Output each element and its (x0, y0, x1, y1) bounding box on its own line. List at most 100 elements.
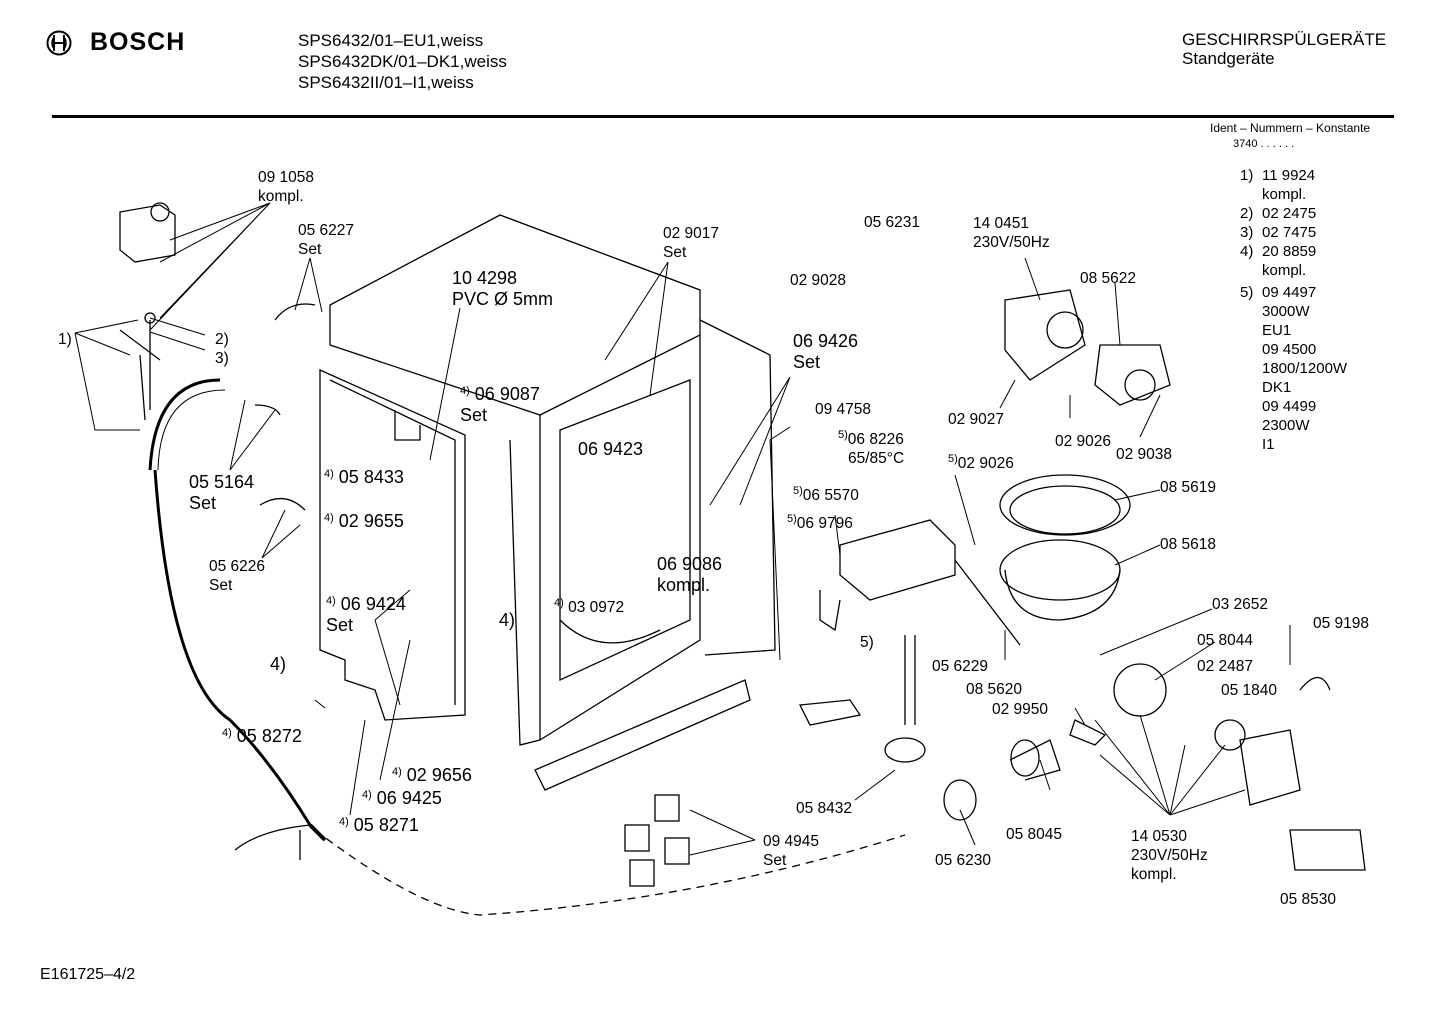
legend-value: 09 4500 (1262, 341, 1317, 358)
part-label-032652: 03 2652 (1212, 596, 1269, 613)
brand-header: BOSCH (46, 28, 185, 57)
leader-lines (74, 202, 1291, 856)
footnote-marker: 4) (499, 610, 516, 630)
door-panel (319, 368, 466, 721)
part-label-029027: 02 9027 (948, 411, 1005, 428)
model-line: SPS6432II/01–I1,weiss (298, 73, 474, 92)
footnote-marker: 3) (215, 350, 229, 367)
part-label-058044: 05 8044 (1197, 632, 1254, 649)
part-label-056231: 05 6231 (864, 214, 921, 231)
part-label-085620: 08 5620 (966, 681, 1023, 698)
part-label-029655: 4) 02 9655 (324, 511, 404, 531)
part-label-029028: 02 9028 (790, 272, 847, 289)
inlet-hose (148, 378, 327, 860)
part-label-029038: 02 9038 (1116, 446, 1173, 463)
footnote-marker: 5) (860, 634, 874, 651)
legend-value: 02 2475 (1262, 205, 1317, 222)
bosch-armature-icon (46, 30, 72, 55)
ident-title: Ident – Nummern – Konstante (1210, 121, 1371, 135)
part-label-056229: 05 6229 (932, 658, 989, 675)
legend-value: 1800/1200W (1262, 360, 1348, 377)
part-label-058433: 4) 05 8433 (324, 467, 404, 487)
heater-assembly (819, 519, 1021, 725)
part-label-029656: 4) 02 9656 (392, 765, 472, 785)
legend-row: 4) 20 8859 kompl. (1240, 242, 1347, 280)
legend-row: 5) 09 4497 3000W EU1 09 4500 1800/1200W … (1240, 283, 1347, 454)
legend-value: kompl. (1262, 186, 1307, 203)
part-label-069796: 5)06 9796 (787, 513, 853, 532)
drain-pipe-parts (798, 699, 1107, 821)
part-label-029950: 02 9950 (992, 701, 1049, 718)
part-label-058045: 05 8045 (1006, 826, 1063, 843)
model-list: SPS6432/01–EU1,weiss SPS6432DK/01–DK1,we… (298, 30, 507, 93)
legend-value: 02 7475 (1262, 224, 1317, 241)
part-label-029026: 02 9026 (1055, 433, 1112, 450)
inlet-valve (119, 202, 176, 421)
ident-code: 3740 . . . . . . (1233, 138, 1295, 150)
motor (1004, 289, 1086, 381)
legend-key: 2) (1240, 205, 1254, 222)
model-line: SPS6432/01–EU1,weiss (298, 31, 484, 50)
wiring-harness (624, 794, 690, 887)
part-label-058271: 4) 05 8271 (339, 815, 419, 835)
footnote-legend: 1) 11 9924 kompl. 2) 02 2475 3) 02 7475 4… (1240, 166, 1347, 454)
legend-row: 3) 02 7475 (1240, 223, 1347, 242)
legend-value: DK1 (1262, 379, 1292, 396)
base-rail (534, 679, 751, 791)
footnote-marker: 2) (215, 331, 229, 348)
legend-value: 11 9924 (1262, 167, 1316, 184)
part-label-094758: 09 4758 (815, 401, 872, 418)
hose-clips (254, 303, 316, 511)
category-title: GESCHIRRSPÜLGERÄTE (1182, 30, 1387, 49)
sump-assembly (999, 474, 1131, 621)
legend-key: 3) (1240, 224, 1254, 241)
legend-value: I1 (1262, 436, 1275, 453)
legend-value: 09 4499 (1262, 398, 1317, 415)
part-label-022487: 02 2487 (1197, 658, 1254, 675)
part-label-030972: 4) 03 0972 (554, 597, 625, 616)
part-label-069423: 06 9423 (578, 439, 644, 459)
legend-row: 2) 02 2475 (1240, 204, 1347, 223)
legend-value: kompl. (1262, 262, 1307, 279)
model-line: SPS6432DK/01–DK1,weiss (298, 52, 507, 71)
brand-name: BOSCH (90, 28, 186, 56)
footnote-marker: 1) (58, 331, 72, 348)
drawing-code: E161725–4/2 (40, 966, 136, 983)
part-label-058530: 05 8530 (1280, 891, 1337, 908)
legend-key: 1) (1240, 167, 1254, 184)
part-label-058272: 4) 05 8272 (222, 726, 302, 746)
part-label-051840: 05 1840 (1221, 682, 1278, 699)
legend-value: EU1 (1262, 322, 1292, 339)
legend-key: 5) (1240, 284, 1254, 301)
category-block: GESCHIRRSPÜLGERÄTE Standgeräte (1182, 30, 1386, 68)
legend-value: 09 4497 (1262, 284, 1317, 301)
legend-key: 4) (1240, 243, 1254, 260)
part-label-085622: 08 5622 (1080, 270, 1137, 287)
part-label-069425: 4) 06 9425 (362, 788, 442, 808)
legend-value: 3000W (1262, 303, 1310, 320)
part-label-085619: 08 5619 (1160, 479, 1217, 496)
part-label-058432: 05 8432 (796, 800, 853, 817)
legend-value: 2300W (1262, 417, 1310, 434)
drain-hose-path (314, 829, 906, 916)
footnote-marker: 4) (270, 654, 287, 674)
part-label-029026-heater: 5)02 9026 (948, 453, 1014, 472)
legend-row: 1) 11 9924 kompl. (1240, 166, 1347, 204)
header-divider (52, 115, 1394, 118)
part-label-085618: 08 5618 (1160, 536, 1217, 553)
pump-housing (1094, 344, 1171, 406)
part-label-056230: 05 6230 (935, 852, 992, 869)
legend-value: 20 8859 (1262, 243, 1317, 260)
